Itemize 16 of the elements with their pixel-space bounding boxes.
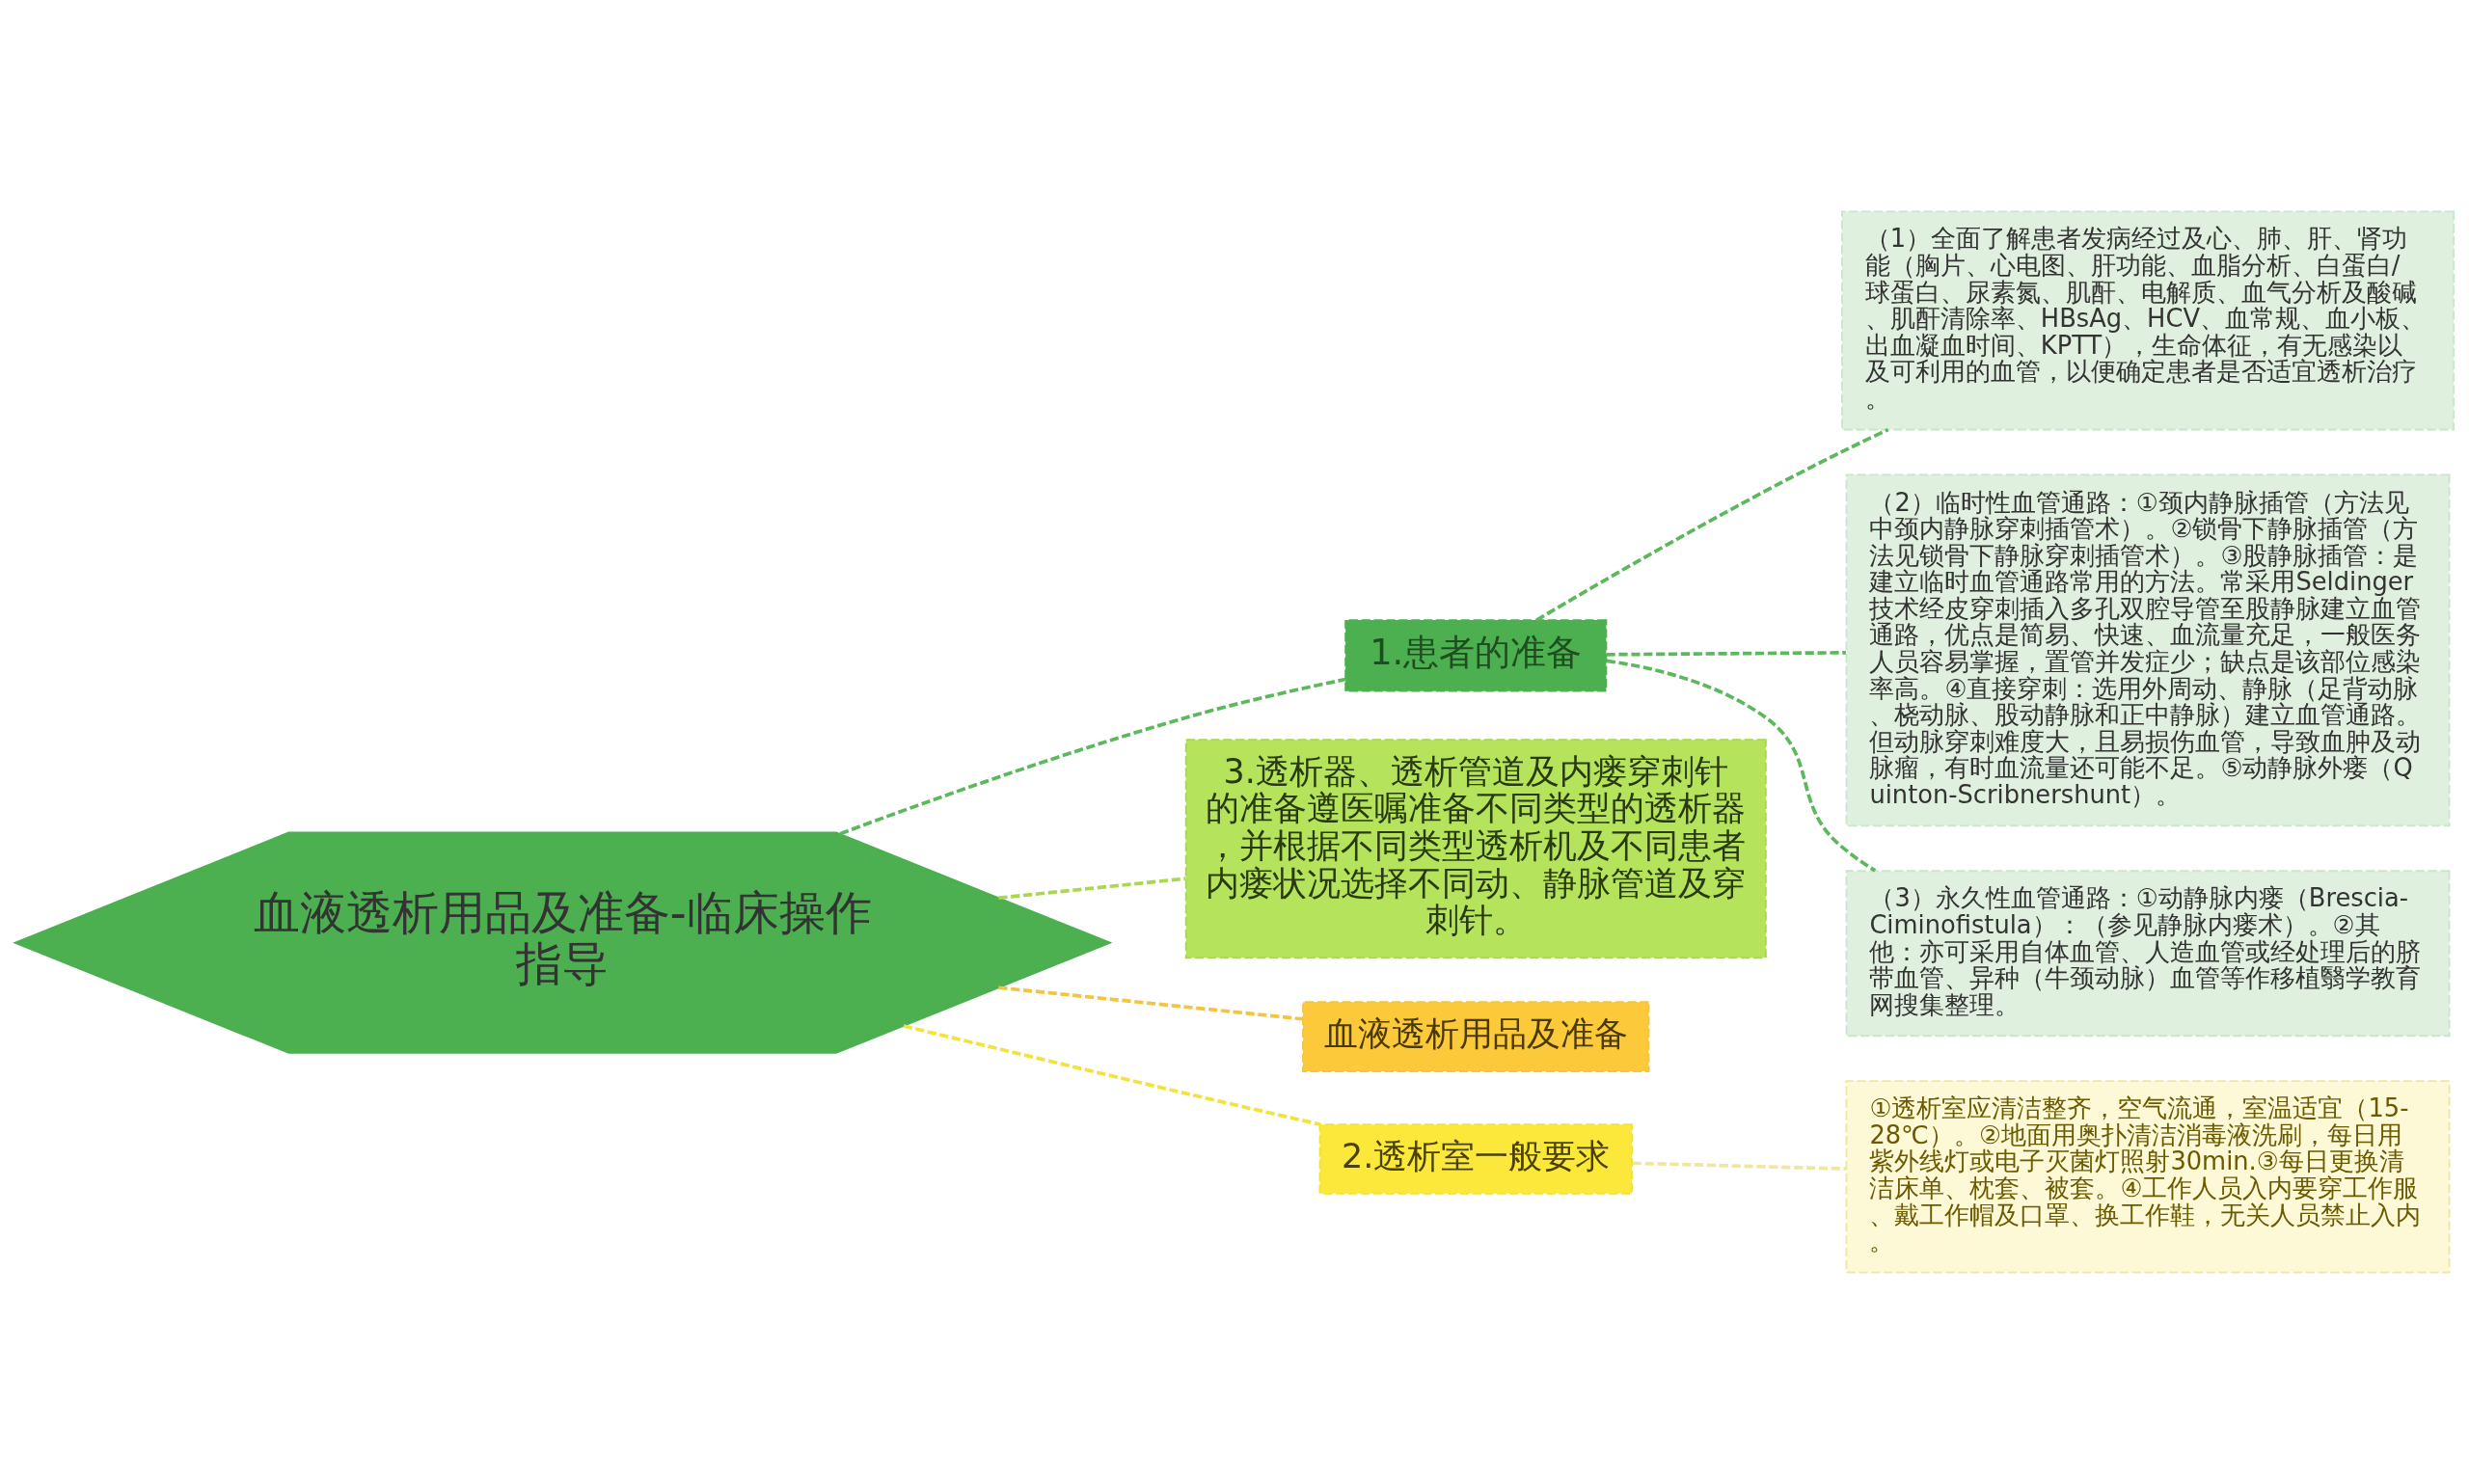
connector [1632, 1161, 1847, 1171]
node-box: （2）临时性血管通路：①颈内静脉插管（方法见中颈内静脉穿刺插管术）。②锁骨下静脉插管（方法见锁骨下静脉穿刺插管术）。③股静脉插管：是建立临时血管通路常用的方法。常采用Seldinger技术经皮穿刺插入多孔双腔导管至股静脉建立血管通路，优点是简易、快速、血流量充足，一般医务人员容易掌握，置管并发症少；缺点是该部位感染率高。④直接穿刺：选用外周动、静脉（足背动脉、桡动脉、股动静脉和正中静脉）建立血管通路。但动脉穿刺难度大，且易损伤血管，导致血肿及动脉瘤，有时血流量还可能不足。⑤动静脉外瘘（Quinton-Scribnershunt）。 [1845, 473, 2451, 827]
connector [839, 677, 1346, 836]
node-box: ①透析室应清洁整齐，空气流通，室温适宜（15-28℃）。②地面用奥扑清洁消毒液洗刷，每日用紫外线灯或电子灭菌灯照射30min.③每日更换清洁床单、枕套、被套。④工作人员入内要穿工作服、戴工作帽及口罩、换工作鞋，无关人员禁止入内。 [1845, 1080, 2451, 1274]
connector [1606, 651, 1846, 657]
node-box: （1）全面了解患者发病经过及心、肺、肝、肾功能（胸片、心电图、肝功能、血脂分析、白蛋白/球蛋白、尿素氮、肌酐、电解质、血气分析及酸碱、肌酐清除率、HBsAg、HCV、血常规、血小板、出血凝血时间、KPTT），生命体征，有无感染以及可利用的血管，以便确定患者是否适宜透析治疗。 [1841, 210, 2455, 431]
connector [998, 877, 1186, 900]
node-box: 3.透析器、透析管道及内瘘穿刺针的准备遵医嘱准备不同类型的透析器，并根据不同类型透析机及不同患者内瘘状况选择不同动、静脉管道及穿刺针。 [1184, 739, 1767, 959]
node-box: 血液透析用品及准备 [1302, 1001, 1650, 1072]
node-box: （3）永久性血管通路：①动静脉内瘘（Brescia-Ciminofistula）：（参见静脉内瘘术）。②其他：亦可采用自体血管、人造血管或经处理后的脐带血管、异种（牛颈动脉）血管等作移植翳学教育网搜集整理。 [1845, 870, 2451, 1038]
node-box: 1.患者的准备 [1344, 619, 1608, 692]
connector [998, 985, 1303, 1021]
node-box: 2.透析室一般要求 [1318, 1123, 1633, 1195]
connector [1535, 427, 1889, 622]
connector [903, 1024, 1321, 1126]
connector [1606, 659, 1877, 873]
